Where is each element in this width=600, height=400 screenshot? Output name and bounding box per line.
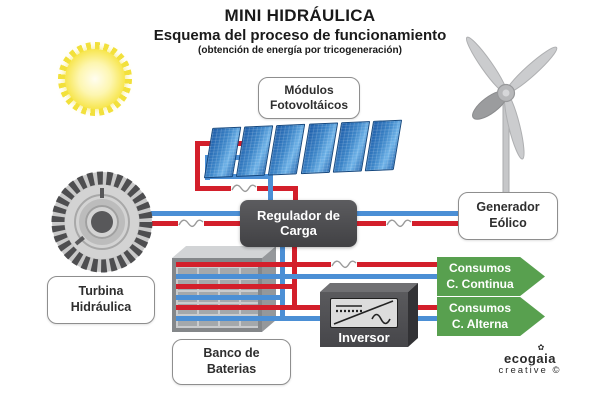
label-wind-line1: Generador — [476, 200, 540, 215]
fuse-icon-wind — [386, 218, 412, 229]
wire-blue-battery-link — [176, 295, 285, 300]
inverter-side-face — [408, 283, 418, 347]
inverter-top-face — [320, 283, 418, 292]
ac-consumption-line1: Consumos — [448, 300, 511, 315]
label-turbine-line1: Turbina — [78, 284, 124, 299]
inverter-box: Inversor — [320, 292, 408, 347]
label-wind-line2: Eólico — [489, 216, 527, 230]
wire-red-solar-left — [195, 141, 200, 191]
label-battery-bank: Banco de Baterias — [172, 339, 291, 385]
fuse-icon-turbine — [178, 218, 204, 229]
solar-panel — [332, 121, 371, 173]
logo-tagline: creative © — [498, 365, 562, 376]
label-battery-line2: Baterias — [206, 362, 257, 376]
battery-top-face — [172, 246, 276, 258]
dc-consumption-line2: C. Continua — [446, 276, 514, 291]
hydro-turbine-icon — [51, 171, 153, 273]
label-turbine-line2: Hidráulica — [70, 300, 132, 314]
regulator-box: Regulador de Carga — [240, 200, 357, 247]
fuse-icon-solar — [231, 183, 257, 194]
ac-consumption-arrow: Consumos C. Alterna — [437, 297, 545, 336]
label-turbine: Turbina Hidráulica — [47, 276, 155, 324]
sun-icon — [58, 42, 132, 116]
solar-panels-icon — [203, 119, 403, 179]
page-note: (obtención de energía por tricogeneració… — [198, 45, 402, 56]
wire-blue-regulator-wind — [355, 211, 461, 216]
inverter-label: Inversor — [338, 330, 390, 345]
regulator-label-line1: Regulador de — [256, 207, 341, 223]
wire-red-dc-consumption — [176, 262, 437, 267]
wire-red-inverter-feed — [176, 305, 437, 310]
page-title: MINI HIDRÁULICA — [224, 6, 376, 25]
battery-side-face — [262, 246, 276, 332]
regulator-label-line2: Carga — [280, 222, 317, 238]
label-modules: Módulos Fotovoltáicos — [258, 77, 360, 119]
label-battery-line1: Banco de — [203, 346, 260, 361]
solar-panel — [364, 119, 403, 172]
wire-blue-solar-drop — [268, 174, 273, 204]
title-block: MINI HIDRÁULICA Esquema del proceso de f… — [0, 6, 600, 56]
sun-core — [65, 49, 125, 109]
label-modules-line2: Fotovoltáicos — [269, 98, 348, 112]
fuse-icon-dc-consumption — [331, 259, 357, 270]
wind-turbine-icon — [465, 36, 558, 194]
ac-consumption-line2: C. Alterna — [451, 316, 509, 331]
ecogaia-logo: ✿ ecogaia creative © — [488, 343, 572, 377]
wire-blue-dc-consumption — [176, 274, 437, 279]
solar-panel — [268, 123, 306, 176]
wire-blue-regulator-down — [280, 245, 285, 321]
wire-red-battery-link — [176, 284, 297, 289]
wire-blue-inverter-feed — [176, 316, 437, 321]
page-subtitle: Esquema del proceso de funcionamiento — [153, 27, 447, 44]
inverter-dc-ac-symbol — [330, 298, 398, 328]
dc-consumption-arrow: Consumos C. Continua — [437, 257, 545, 296]
wire-red-solar-drop — [293, 186, 298, 204]
label-wind-generator: Generador Eólico — [458, 192, 558, 240]
flower-icon: ✿ — [537, 343, 545, 352]
wire-blue-turbine-regulator — [135, 211, 242, 216]
logo-name: ecogaia — [504, 351, 556, 366]
dc-consumption-line1: Consumos — [448, 260, 511, 275]
label-modules-line1: Módulos — [284, 83, 334, 97]
solar-panel — [300, 122, 338, 175]
